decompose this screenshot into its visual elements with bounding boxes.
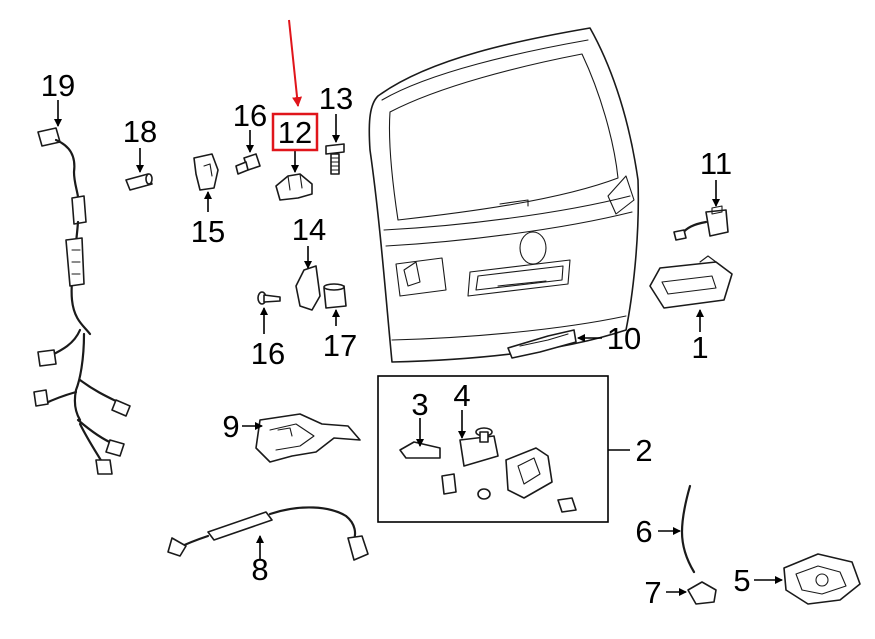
part-1-license-lamp	[649, 255, 733, 309]
liftgate-panel	[368, 27, 640, 363]
callout-3: 3	[411, 387, 428, 422]
callout-11: 11	[700, 146, 732, 181]
callout-18: 18	[123, 114, 157, 149]
callout-7: 7	[644, 575, 661, 610]
callout-1: 1	[691, 330, 708, 365]
callout-4: 4	[453, 378, 470, 413]
part-16-pin-lower	[257, 291, 281, 305]
callout-5: 5	[733, 563, 750, 598]
callout-12: 12	[278, 115, 312, 150]
part-18-bushing	[125, 173, 153, 191]
part-6-rod	[680, 484, 696, 574]
part-5-actuator	[783, 553, 861, 605]
part-2-latch-assembly	[377, 375, 609, 523]
part-7-clip	[687, 581, 717, 605]
part-17-bushing	[323, 283, 347, 309]
wiring-harness	[33, 127, 131, 475]
callout-8: 8	[251, 552, 268, 587]
part-8-cable	[167, 506, 369, 561]
callout-2: 2	[635, 433, 652, 468]
callout-19: 19	[41, 68, 75, 103]
callout-9: 9	[222, 409, 239, 444]
part-12-hinge	[275, 173, 313, 201]
highlight-marker	[271, 19, 319, 152]
part-13-bolt	[325, 143, 345, 175]
part-14-pad	[295, 265, 321, 311]
callout-14: 14	[292, 212, 326, 247]
callout-16-upper: 16	[233, 98, 267, 133]
part-11-switch	[673, 205, 729, 241]
callout-17: 17	[323, 328, 357, 363]
highlight-box	[271, 112, 319, 152]
callout-15: 15	[191, 214, 225, 249]
callout-10: 10	[607, 321, 641, 356]
highlight-arrow	[288, 19, 303, 107]
callout-6: 6	[635, 514, 652, 549]
part-10-trim	[507, 329, 577, 359]
leader-lines	[54, 100, 783, 596]
callout-13: 13	[319, 81, 353, 116]
callout-16-lower: 16	[251, 336, 285, 371]
part-9-shield	[255, 413, 361, 463]
callout-labels: 1 2 3 4 5 6 7 8 9 10 11 12 13 14 15 16 1…	[41, 68, 751, 610]
part-16-screw-upper	[235, 153, 261, 175]
part-15-bracket	[193, 153, 219, 191]
